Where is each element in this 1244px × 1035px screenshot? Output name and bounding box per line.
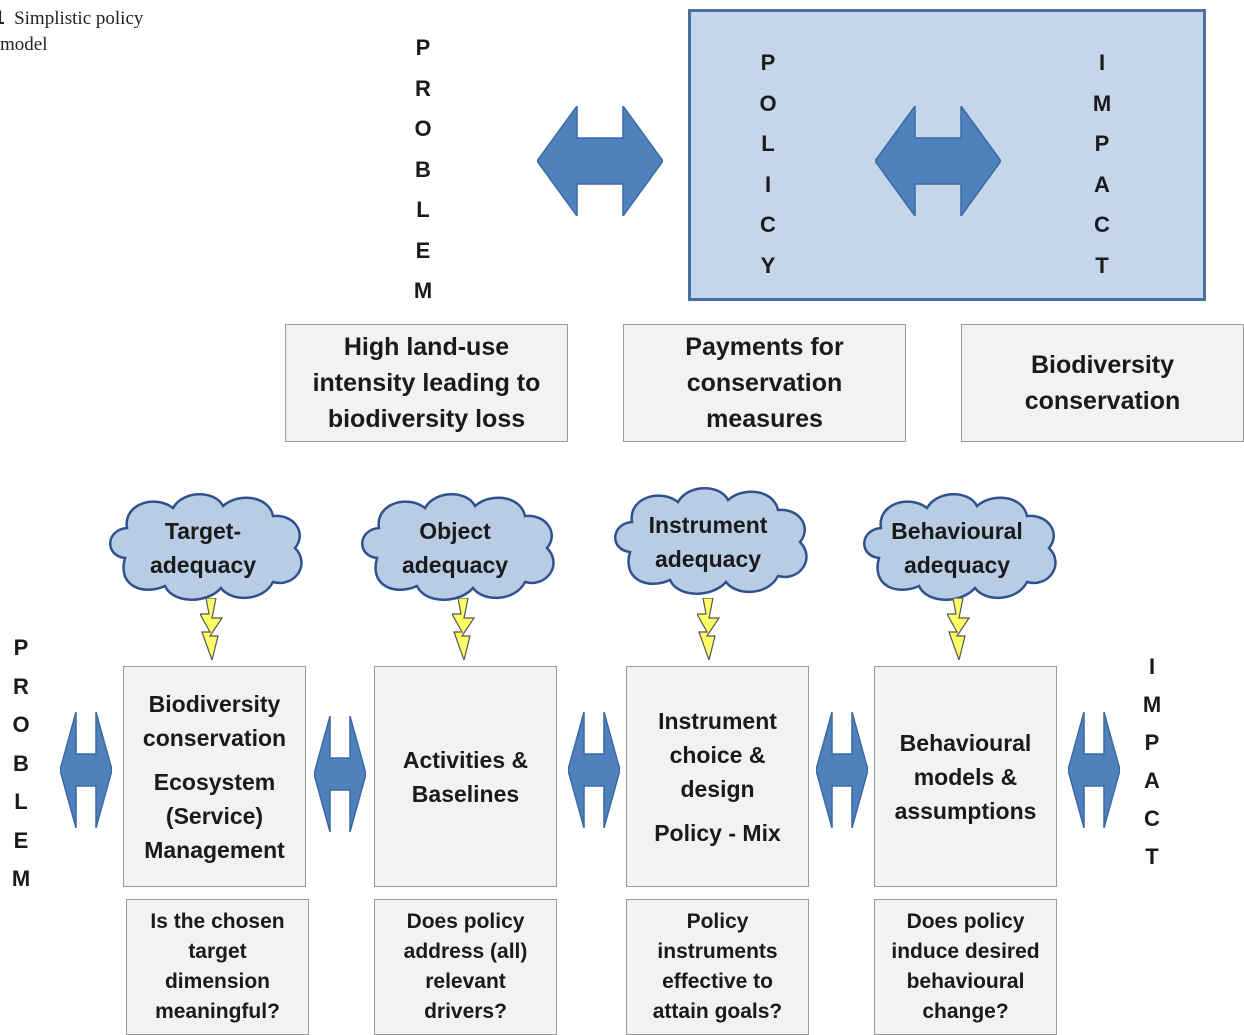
lightning-icon [695, 597, 725, 663]
top-double-arrow-policy-impact [875, 106, 1001, 216]
bottom-problem-label: P R O B L E M [11, 635, 31, 891]
instrument-design-box: Instrument choice & design Policy - Mix [626, 666, 809, 887]
question-box-object: Does policy address (all) relevant drive… [374, 899, 557, 1035]
behavioural-models-box: Behavioural models & assumptions [874, 666, 1057, 887]
lightning-icon [945, 597, 975, 663]
bottom-double-arrow-4 [816, 712, 868, 828]
cloud-object-adequacy: Object adequacy [355, 488, 565, 608]
target-dimension-box: Biodiversity conservation Ecosystem (Ser… [123, 666, 306, 887]
bottom-double-arrow-2 [314, 716, 366, 832]
figure-caption-line2: model [0, 34, 48, 55]
figure-number: 1 [0, 8, 5, 29]
lightning-icon [198, 597, 228, 663]
figure-caption: 1 Simplistic policy model [0, 6, 200, 58]
top-double-arrow-problem-policy [537, 106, 663, 216]
bottom-double-arrow-5 [1068, 712, 1120, 828]
bottom-double-arrow-1 [60, 712, 112, 828]
cloud-behavioural-adequacy: Behavioural adequacy [857, 488, 1067, 608]
bottom-double-arrow-3 [568, 712, 620, 828]
top-impact-label: I M P A C T [1092, 50, 1112, 278]
cloud-instrument-adequacy: Instrument adequacy [608, 482, 818, 602]
lightning-icon [450, 597, 480, 663]
policy-label: P O L I C Y [759, 50, 777, 278]
top-problem-label: P R O B L E M [413, 35, 433, 303]
question-box-instrument: Policy instruments effective to attain g… [626, 899, 809, 1035]
bottom-impact-label: I M P A C T [1142, 654, 1162, 869]
policy-box: Payments for conservation measures [623, 324, 906, 442]
question-box-behavioural: Does policy induce desired behavioural c… [874, 899, 1057, 1035]
figure-caption-line1: Simplistic policy [14, 8, 144, 29]
question-box-target: Is the chosen target dimension meaningfu… [126, 899, 309, 1035]
cloud-target-adequacy: Target- adequacy [103, 488, 313, 608]
impact-box: Biodiversity conservation [961, 324, 1244, 442]
activities-baselines-box: Activities & Baselines [374, 666, 557, 887]
problem-box: High land-use intensity leading to biodi… [285, 324, 568, 442]
